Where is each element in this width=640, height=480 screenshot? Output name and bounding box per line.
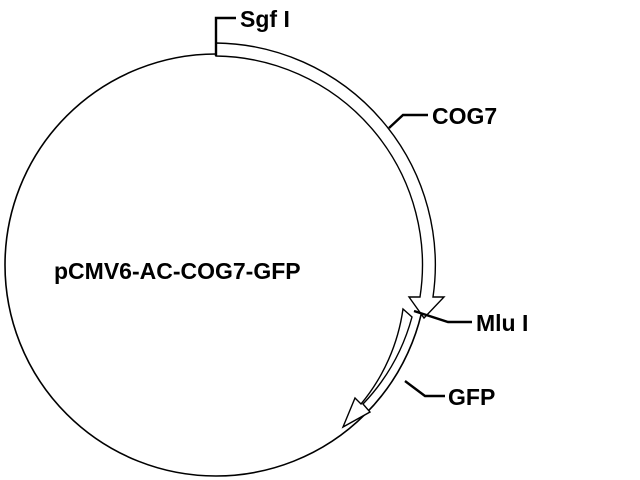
- sgf-i-site-marker: [214, 16, 236, 56]
- gfp-leader-line: [404, 380, 445, 398]
- gfp-feature-arrow: [341, 307, 413, 429]
- mlu-i-site-label: Mlu I: [476, 310, 528, 336]
- mlu-i-site-marker: [413, 309, 472, 324]
- cog7-feature-arrow: [215, 42, 446, 320]
- gfp-feature-label: GFP: [448, 384, 495, 410]
- plasmid-name: pCMV6-AC-COG7-GFP: [54, 258, 301, 284]
- sgf-i-site-label: Sgf I: [240, 6, 290, 32]
- cog7-leader-line: [388, 113, 428, 129]
- cog7-feature-label: COG7: [432, 103, 497, 129]
